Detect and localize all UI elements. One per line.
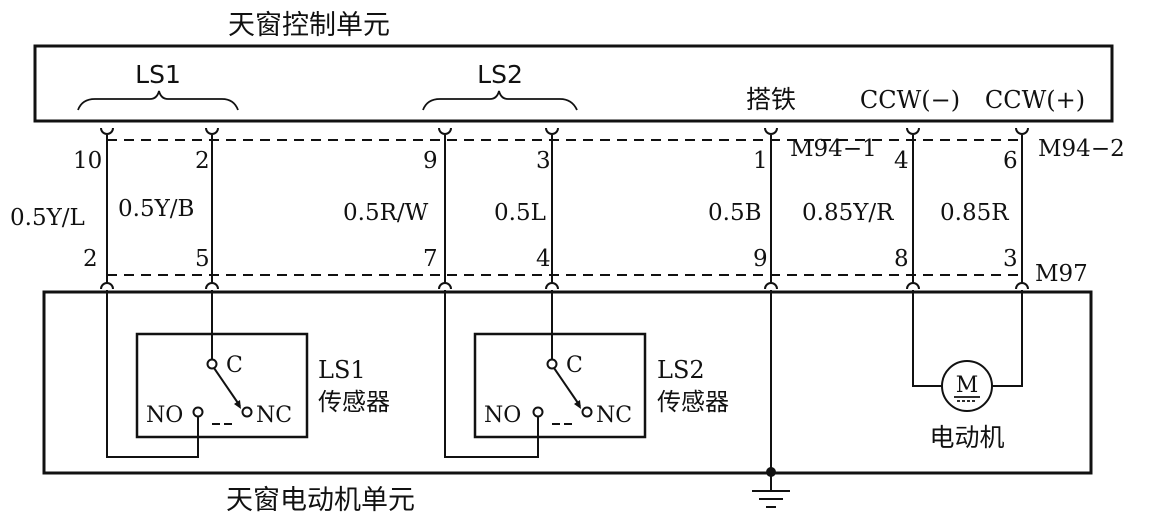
wire-5-bottom-pin: 9 <box>753 246 768 272</box>
wire-2-top-pin: 2 <box>195 148 210 174</box>
ls2-group-label: LS2 <box>477 60 523 89</box>
connector-m94-1-label: M94−1 <box>790 136 877 162</box>
ls2-sensor: C NO NC <box>444 290 647 458</box>
wire-2-spec: 0.5Y/B <box>118 196 194 222</box>
ls1-no-label: NO <box>146 403 183 428</box>
wire-3-bottom-pin: 7 <box>423 246 438 272</box>
wire-6-spec: 0.85Y/R <box>802 200 894 226</box>
ccw-minus-label: CCW(−) <box>860 86 960 114</box>
ls2-nc-label: NC <box>596 403 632 428</box>
ls1-nc-label: NC <box>256 403 292 428</box>
ls1-sensor: C NO NC <box>106 290 309 458</box>
ground-icon <box>752 290 790 508</box>
wire-7: 6 0.85R 3 <box>940 135 1023 284</box>
ls1-c-label: C <box>226 353 243 378</box>
ls1-brace <box>77 90 239 111</box>
wire-5-top-pin: 1 <box>753 148 768 174</box>
ls1-group-label: LS1 <box>135 60 181 89</box>
wire-7-bottom-pin: 3 <box>1003 246 1018 272</box>
motor-label: 电动机 <box>929 423 1004 452</box>
ccw-plus-label: CCW(+) <box>985 86 1085 114</box>
ls2-no-label: NO <box>484 403 521 428</box>
wire-4-top-pin: 3 <box>536 148 551 174</box>
wire-6: 4 0.85Y/R 8 <box>802 135 914 284</box>
wire-4-spec: 0.5L <box>494 200 546 226</box>
wire-5-spec: 0.5B <box>708 200 761 226</box>
ls2-c-label: C <box>566 353 583 378</box>
motor: M <box>912 290 1023 412</box>
lower-terminals <box>100 282 1029 290</box>
wire-4: 3 0.5L 4 <box>494 135 553 284</box>
ls2-sensor-name: LS2 <box>657 356 705 384</box>
wire-3-spec: 0.5R/W <box>343 200 429 226</box>
ls2-sensor-box <box>473 332 647 439</box>
ls1-sensor-caption: 传感器 <box>318 388 390 416</box>
ground-label: 搭铁 <box>746 85 796 114</box>
wire-1-top-pin: 10 <box>73 148 102 174</box>
wire-1-bottom-pin: 2 <box>83 246 98 272</box>
connector-m94-2-label: M94−2 <box>1038 136 1125 162</box>
connector-m97-label: M97 <box>1035 261 1088 287</box>
control-unit-title: 天窗控制单元 <box>228 10 390 41</box>
control-unit-box <box>33 44 1114 123</box>
ls2-brace <box>422 90 578 111</box>
wire-1-spec: 0.5Y/L <box>10 205 85 231</box>
motor-unit-title: 天窗电动机单元 <box>226 485 415 516</box>
ls1-sensor-name: LS1 <box>318 356 366 384</box>
wire-7-top-pin: 6 <box>1003 148 1018 174</box>
wire-5: 1 0.5B 9 <box>708 135 772 284</box>
wire-2-bottom-pin: 5 <box>195 246 210 272</box>
wire-3: 9 0.5R/W 7 <box>343 135 446 284</box>
wire-6-bottom-pin: 8 <box>894 246 909 272</box>
ls1-sensor-box <box>135 332 309 439</box>
wire-1: 10 0.5Y/L 2 <box>10 135 108 284</box>
wire-3-top-pin: 9 <box>423 148 438 174</box>
wire-7-spec: 0.85R <box>940 200 1009 226</box>
motor-icon <box>941 360 993 412</box>
wire-2: 2 0.5Y/B 5 <box>118 135 213 284</box>
wire-6-top-pin: 4 <box>894 148 909 174</box>
wire-4-bottom-pin: 4 <box>536 246 551 272</box>
ls2-sensor-caption: 传感器 <box>657 388 729 416</box>
upper-terminals <box>100 127 1029 135</box>
motor-unit-box <box>42 290 1093 475</box>
motor-symbol: M <box>956 373 979 398</box>
